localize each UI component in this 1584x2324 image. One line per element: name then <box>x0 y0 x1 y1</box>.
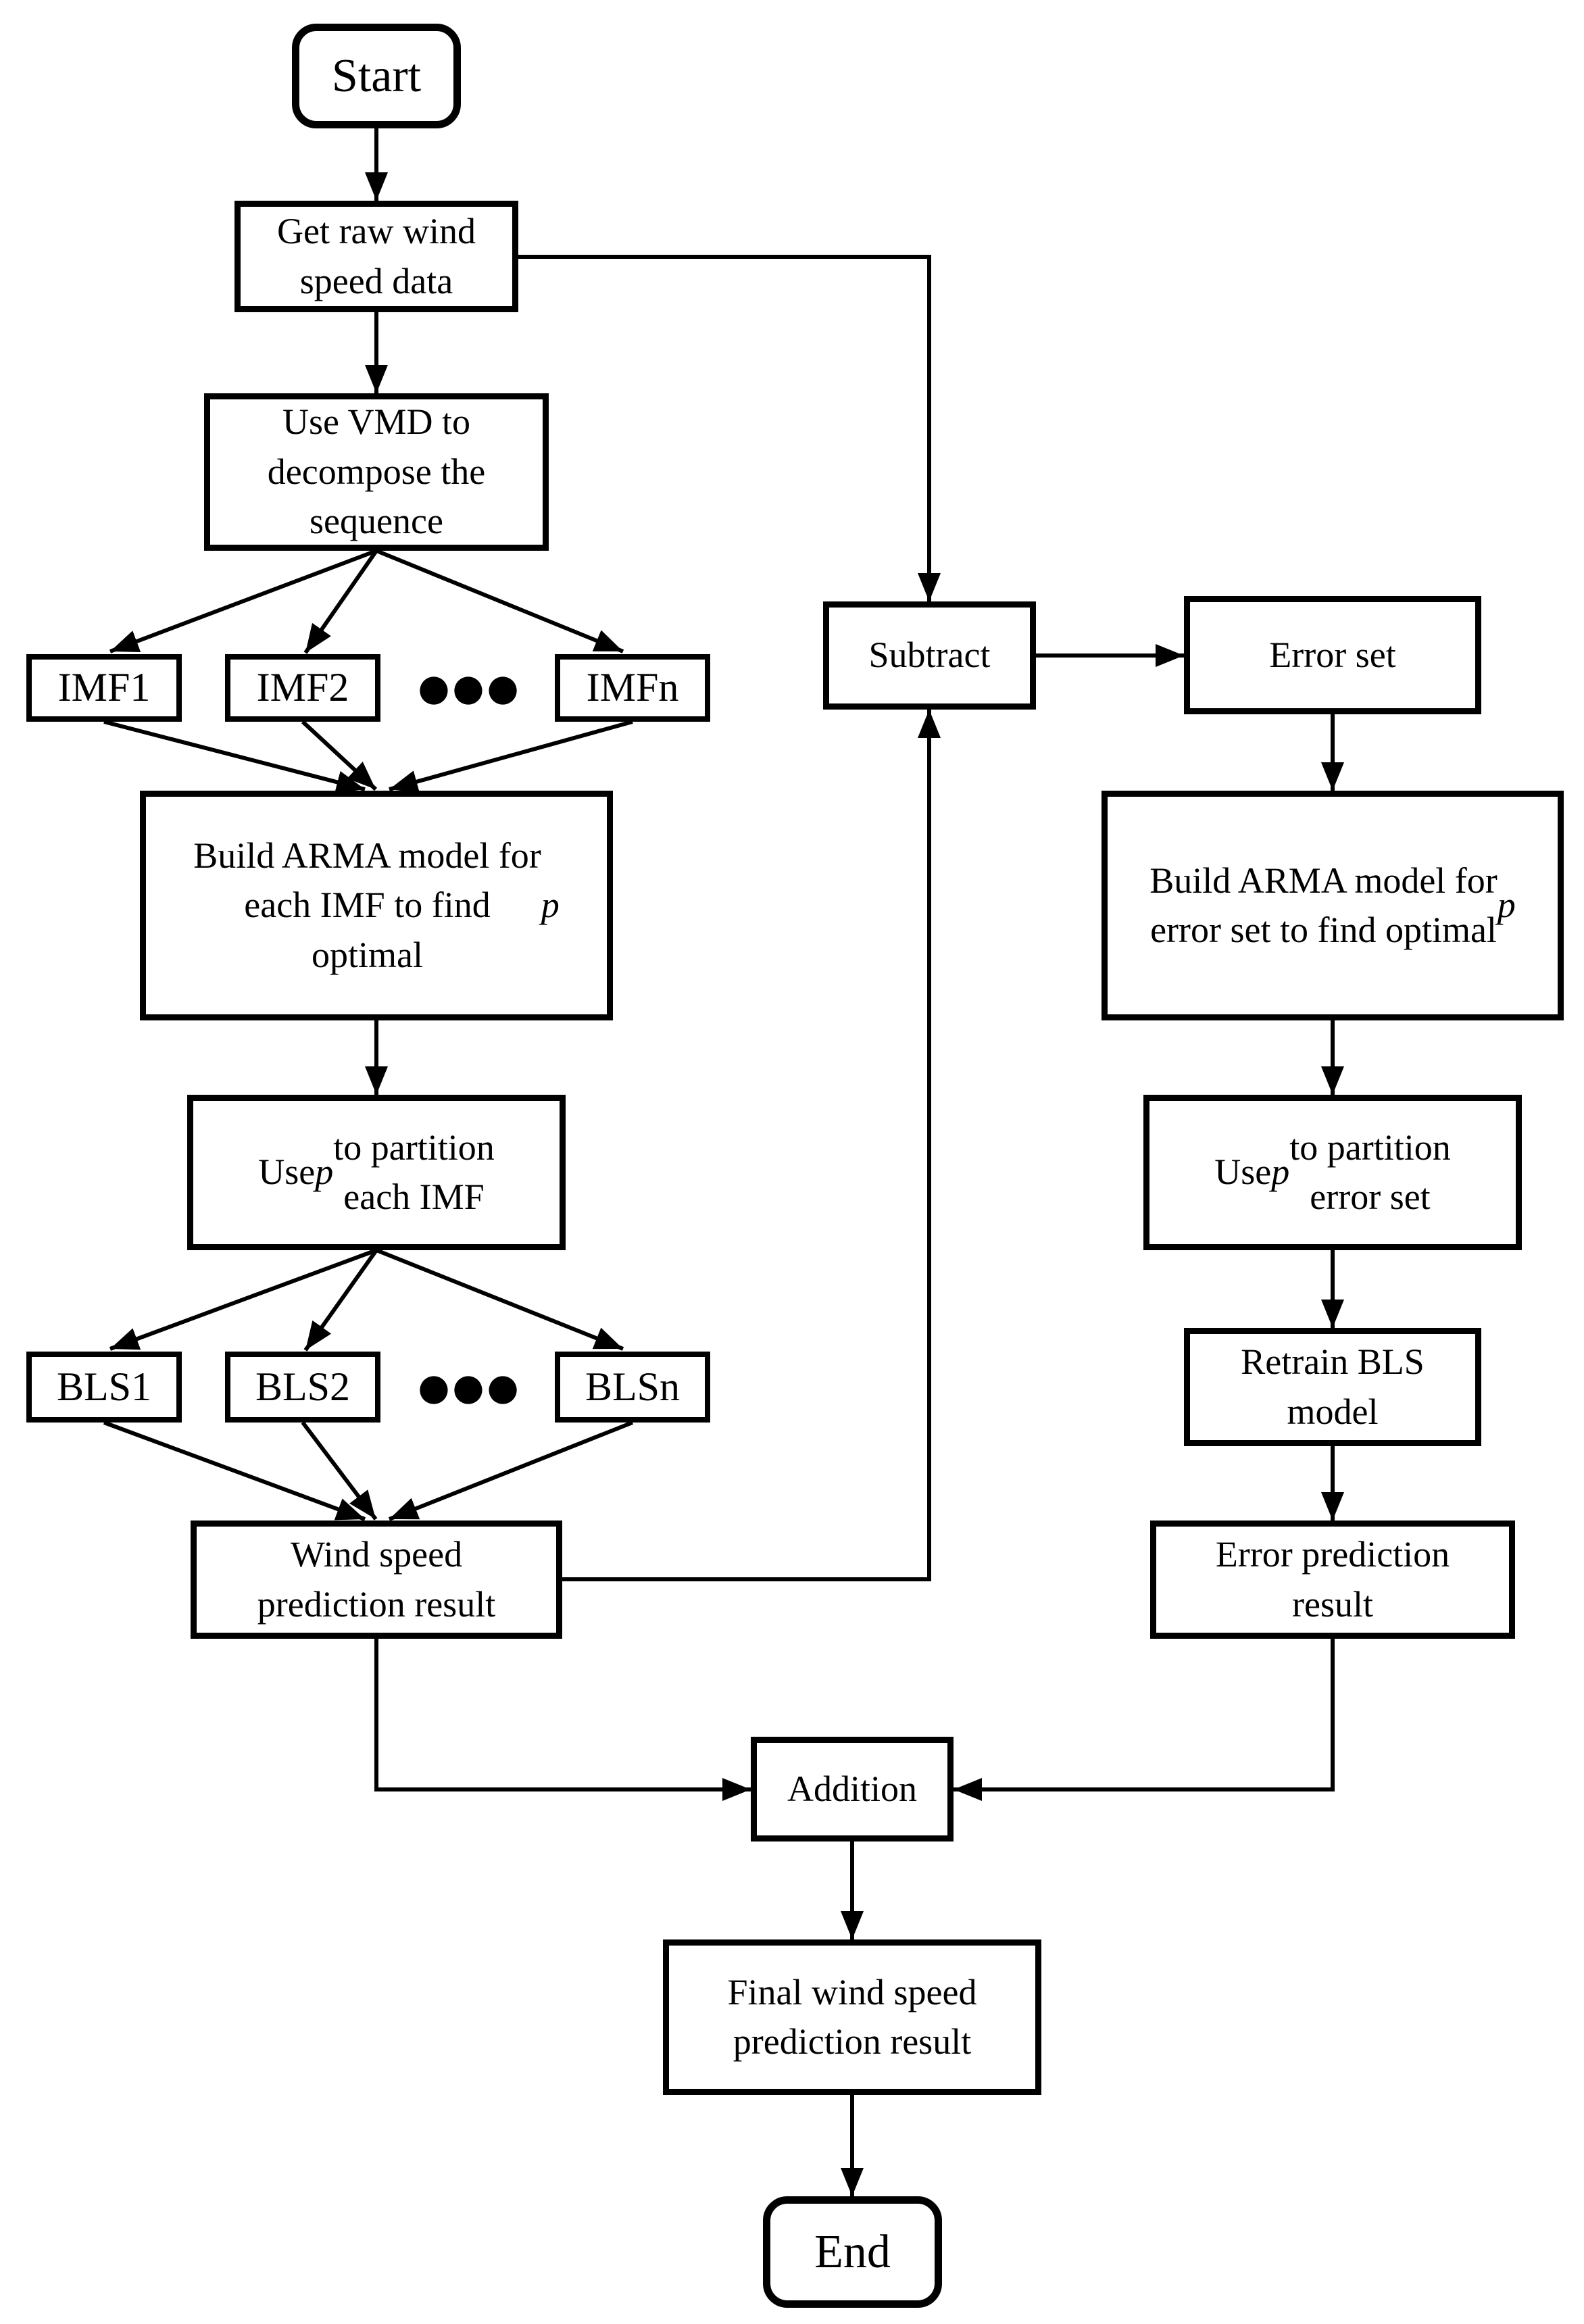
node-partition-each-imf: Use p to partition each IMF <box>187 1095 566 1250</box>
edge-partition_imf-bls1 <box>109 1248 378 1351</box>
edge-imf1-build_arma_imf <box>103 720 366 793</box>
edge-wind_speed_result-addition <box>374 1639 751 1801</box>
node-build-arma-each-imf: Build ARMA model for each IMF to find op… <box>140 791 613 1020</box>
node-get-raw-wind-speed-data: Get raw wind speed data <box>234 201 518 312</box>
node-error-prediction-result: Error prediction result <box>1150 1521 1515 1639</box>
node-start: Start <box>292 24 461 128</box>
node-final-wind-speed-prediction-result: Final wind speed prediction result <box>663 1939 1041 2095</box>
node-end: End <box>763 2196 942 2308</box>
edge-blsn-wind_speed_result <box>388 1420 634 1521</box>
node-vmd-decompose: Use VMD to decompose the sequence <box>204 393 549 551</box>
node-imf1: IMF1 <box>26 654 182 722</box>
node-subtract: Subtract <box>823 601 1036 710</box>
node-addition: Addition <box>751 1737 954 1841</box>
edge-bls1-wind_speed_result <box>103 1420 366 1521</box>
edge-bls2-wind_speed_result <box>301 1421 378 1521</box>
node-imf2: IMF2 <box>225 654 380 722</box>
node-blsn: BLSn <box>555 1352 710 1423</box>
imf-ellipsis: ●●● <box>418 666 522 710</box>
edge-imfn-build_arma_imf <box>389 720 633 793</box>
edge-vmd_decompose-imf2 <box>303 549 378 654</box>
bls-ellipsis: ●●● <box>418 1365 522 1408</box>
edge-error_prediction_result-addition <box>954 1639 1335 1801</box>
edge-get_raw_data-subtract <box>518 255 941 601</box>
edge-wind_speed_result-subtract <box>562 710 941 1581</box>
node-partition-error-set: Use p to partition error set <box>1143 1095 1522 1250</box>
node-bls1: BLS1 <box>26 1352 182 1423</box>
edge-vmd_decompose-imf1 <box>109 549 378 653</box>
node-build-arma-error-set: Build ARMA model for error set to find o… <box>1102 791 1564 1020</box>
node-wind-speed-prediction-result: Wind speed prediction result <box>191 1521 562 1639</box>
node-bls2: BLS2 <box>225 1352 380 1423</box>
node-retrain-bls-model: Retrain BLS model <box>1184 1328 1481 1446</box>
edge-partition_imf-bls2 <box>303 1249 378 1352</box>
edge-imf2-build_arma_imf <box>301 720 378 791</box>
edge-partition_imf-blsn <box>375 1248 624 1351</box>
edge-vmd_decompose-imfn <box>375 549 624 653</box>
node-error-set: Error set <box>1184 596 1481 714</box>
node-imfn: IMFn <box>555 654 710 722</box>
